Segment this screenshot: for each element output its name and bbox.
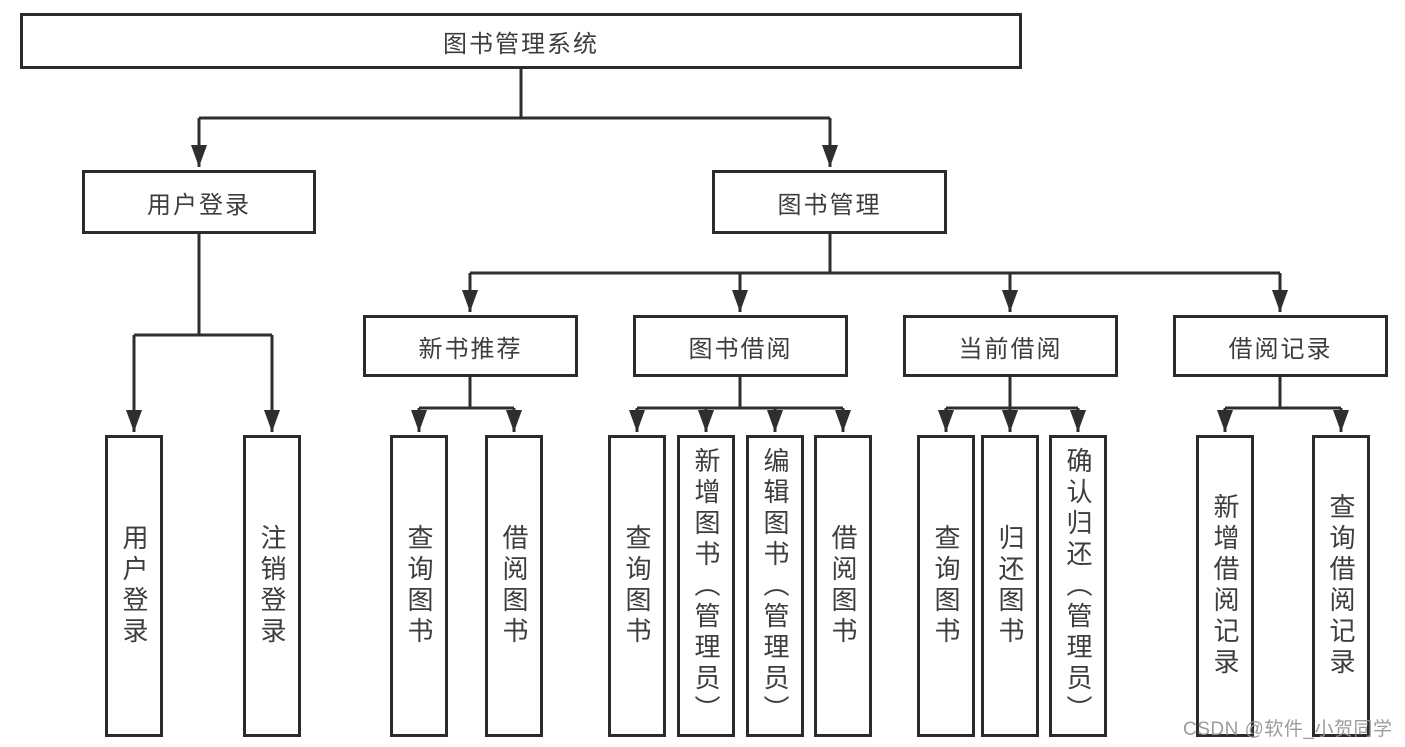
leaf-add-borrow-record: 新增借阅记录	[1196, 435, 1254, 737]
node-book-management: 图书管理	[712, 170, 947, 234]
leaf-label: 归还图书	[995, 524, 1025, 648]
leaf-label: 编辑图书（管理员）	[760, 446, 790, 726]
leaf-query-books-borrowing: 查询图书	[608, 435, 666, 737]
leaf-label: 查询图书	[622, 524, 652, 648]
leaf-borrow-books: 借阅图书	[814, 435, 872, 737]
leaf-borrow-books-recommend: 借阅图书	[485, 435, 543, 737]
leaf-label: 新增借阅记录	[1210, 493, 1240, 679]
leaf-label: 借阅图书	[499, 524, 529, 648]
leaf-query-books-recommend: 查询图书	[390, 435, 448, 737]
node-library-management-system: 图书管理系统	[20, 13, 1022, 69]
leaf-query-books-current: 查询图书	[917, 435, 975, 737]
leaf-label: 新增图书（管理员）	[691, 446, 721, 726]
leaf-add-books-admin: 新增图书（管理员）	[677, 435, 735, 737]
leaf-return-books: 归还图书	[981, 435, 1039, 737]
leaf-confirm-return-admin: 确认归还（管理员）	[1049, 435, 1107, 737]
leaf-label: 注销登录	[257, 524, 287, 648]
node-borrowing-records: 借阅记录	[1173, 315, 1388, 377]
leaf-label: 查询借阅记录	[1326, 493, 1356, 679]
node-new-book-recommendation: 新书推荐	[363, 315, 578, 377]
node-current-borrowing: 当前借阅	[903, 315, 1118, 377]
leaf-edit-books-admin: 编辑图书（管理员）	[746, 435, 804, 737]
leaf-label: 查询图书	[404, 524, 434, 648]
leaf-label: 确认归还（管理员）	[1063, 446, 1093, 726]
leaf-query-borrow-record: 查询借阅记录	[1312, 435, 1370, 737]
leaf-logout: 注销登录	[243, 435, 301, 737]
csdn-watermark: CSDN @软件_小贺同学	[1183, 719, 1393, 740]
leaf-user-login: 用户登录	[105, 435, 163, 737]
leaf-label: 用户登录	[119, 524, 149, 648]
node-user-login: 用户登录	[82, 170, 316, 234]
leaf-label: 查询图书	[931, 524, 961, 648]
leaf-label: 借阅图书	[828, 524, 858, 648]
node-book-borrowing: 图书借阅	[633, 315, 848, 377]
